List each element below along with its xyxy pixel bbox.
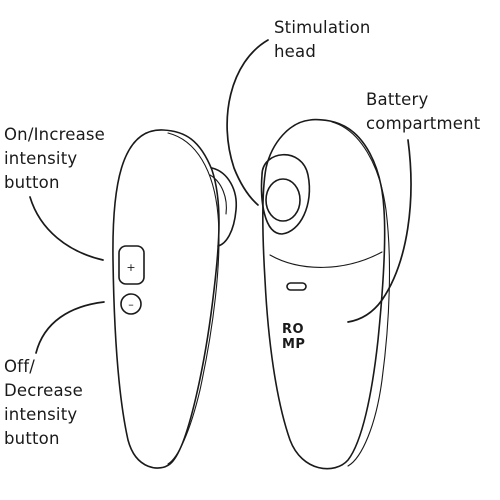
off-decrease-label-line-1: Off/ xyxy=(4,357,35,376)
stimulation-head-label-line-1: Stimulation xyxy=(274,18,371,37)
on-increase-label-line-1: On/Increase xyxy=(4,125,106,144)
button-panel xyxy=(118,245,145,285)
off-decrease-label-line-4: button xyxy=(4,429,60,448)
off-decrease-leader xyxy=(35,301,105,354)
front-view-device xyxy=(112,129,237,469)
on-increase-label-line-2: intensity xyxy=(4,149,78,168)
brand-logo-line-1: RO xyxy=(282,322,304,337)
side-view-device: RO MP xyxy=(260,118,391,470)
stimulation-head-leader xyxy=(226,39,269,206)
stimulation-head-inner xyxy=(265,178,301,222)
front-device-side-contour xyxy=(167,132,220,465)
battery-compartment-label-line-2: compartment xyxy=(366,114,481,133)
battery-compartment-label: Battery compartment xyxy=(366,88,480,136)
brand-logo-line-2: MP xyxy=(282,337,305,352)
side-device-back-contour xyxy=(331,121,391,467)
off-decrease-button-label: Off/ Decrease intensity button xyxy=(4,355,83,451)
minus-button-glyph[interactable]: – xyxy=(128,298,134,311)
side-device-body-outline xyxy=(262,118,386,470)
off-decrease-label-line-3: intensity xyxy=(4,405,78,424)
off-decrease-label-line-2: Decrease xyxy=(4,381,83,400)
plus-button-glyph[interactable]: + xyxy=(126,261,135,274)
on-increase-label-line-3: button xyxy=(4,173,60,192)
stimulation-head-label-line-2: head xyxy=(274,42,316,61)
battery-compartment-leader xyxy=(347,139,412,323)
callout-leaders xyxy=(29,39,412,354)
front-device-body-outline xyxy=(112,129,220,469)
minus-button[interactable] xyxy=(120,293,142,315)
charging-port xyxy=(286,282,307,291)
on-increase-leader xyxy=(29,196,104,261)
front-device-head-bump xyxy=(211,167,237,247)
side-device-neck-curve xyxy=(269,251,383,268)
on-increase-button-label: On/Increase intensity button xyxy=(4,123,105,195)
front-device-head-bump-inner xyxy=(209,174,227,215)
battery-compartment-label-line-1: Battery xyxy=(366,90,429,109)
stimulation-head-outer xyxy=(260,153,311,235)
control-buttons: + – xyxy=(118,245,145,315)
stimulation-head-label: Stimulation head xyxy=(274,16,371,64)
